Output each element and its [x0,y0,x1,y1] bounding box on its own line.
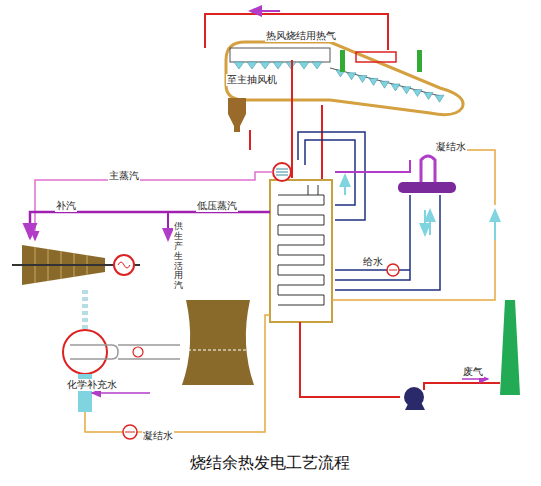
caption: 烧结余热发电工艺流程 [189,454,351,472]
main-steam-label: 主蒸汽 [108,170,140,182]
feedwater-label: 给水 [362,256,384,268]
lp-steam-label: 低压蒸汽 [196,200,238,212]
supply-steam-label: 补汽 [55,200,77,212]
hot-air-label: 热风烧结用热气 [265,30,337,42]
makeup-water-label: 化学补充水 [66,379,118,391]
fan-label: 至主抽风机 [226,74,278,86]
condensate-label: 凝结水 [142,430,174,442]
user-steam-label: 供生产生活用汽 [173,222,184,291]
exhaust-label: 废气 [462,366,484,378]
condensate-label: 凝结水 [435,141,467,153]
